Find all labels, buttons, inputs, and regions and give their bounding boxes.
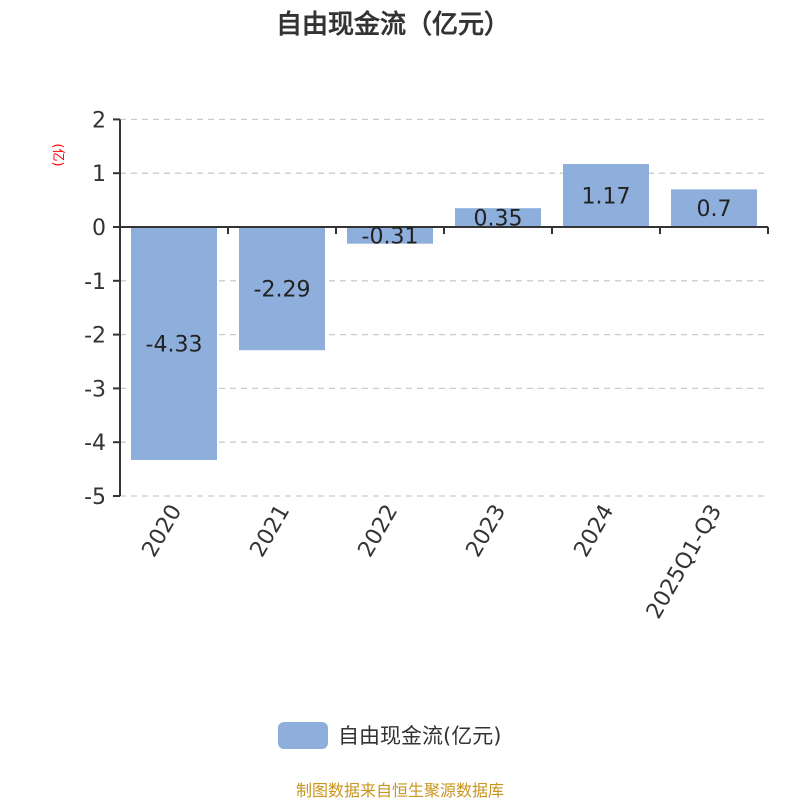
legend-swatch (278, 722, 328, 749)
data-label: 0.7 (697, 197, 732, 222)
x-tick-label: 2020 (138, 501, 188, 562)
source-note: 制图数据来自恒生聚源数据库 (296, 781, 504, 800)
y-tick-label: 0 (92, 216, 106, 241)
x-tick-label: 2023 (462, 501, 512, 562)
bar (347, 227, 433, 244)
data-label: -2.29 (254, 278, 311, 303)
y-axis-label: (亿) (50, 143, 65, 166)
bars (131, 164, 757, 460)
bar (455, 208, 541, 227)
x-tick-label: 2024 (570, 501, 620, 562)
data-label: -0.31 (362, 224, 419, 249)
y-tick-label: -5 (84, 485, 106, 510)
data-label: 1.17 (582, 185, 631, 210)
bar (131, 227, 217, 460)
y-tick-label: -2 (84, 324, 106, 349)
bar (671, 189, 757, 227)
data-label: -4.33 (146, 332, 203, 357)
y-tick-label: 2 (92, 108, 106, 133)
y-tick-label: -1 (84, 270, 106, 295)
grid-lines (120, 118, 768, 497)
legend[interactable]: 自由现金流(亿元) (278, 722, 501, 749)
bar (239, 227, 325, 351)
bar (563, 164, 649, 227)
x-tick-label: 2022 (354, 501, 404, 562)
x-tick-label: 2021 (246, 501, 296, 562)
legend-label: 自由现金流(亿元) (338, 724, 501, 748)
y-tick-label: 1 (92, 162, 106, 187)
y-tick-label: -3 (84, 377, 106, 402)
axes (113, 118, 769, 497)
data-label: 0.35 (474, 207, 523, 232)
chart-title: 自由现金流（亿元） (276, 9, 510, 40)
y-tick-label: -4 (84, 431, 106, 456)
x-tick-label: 2025Q1-Q3 (642, 501, 727, 624)
